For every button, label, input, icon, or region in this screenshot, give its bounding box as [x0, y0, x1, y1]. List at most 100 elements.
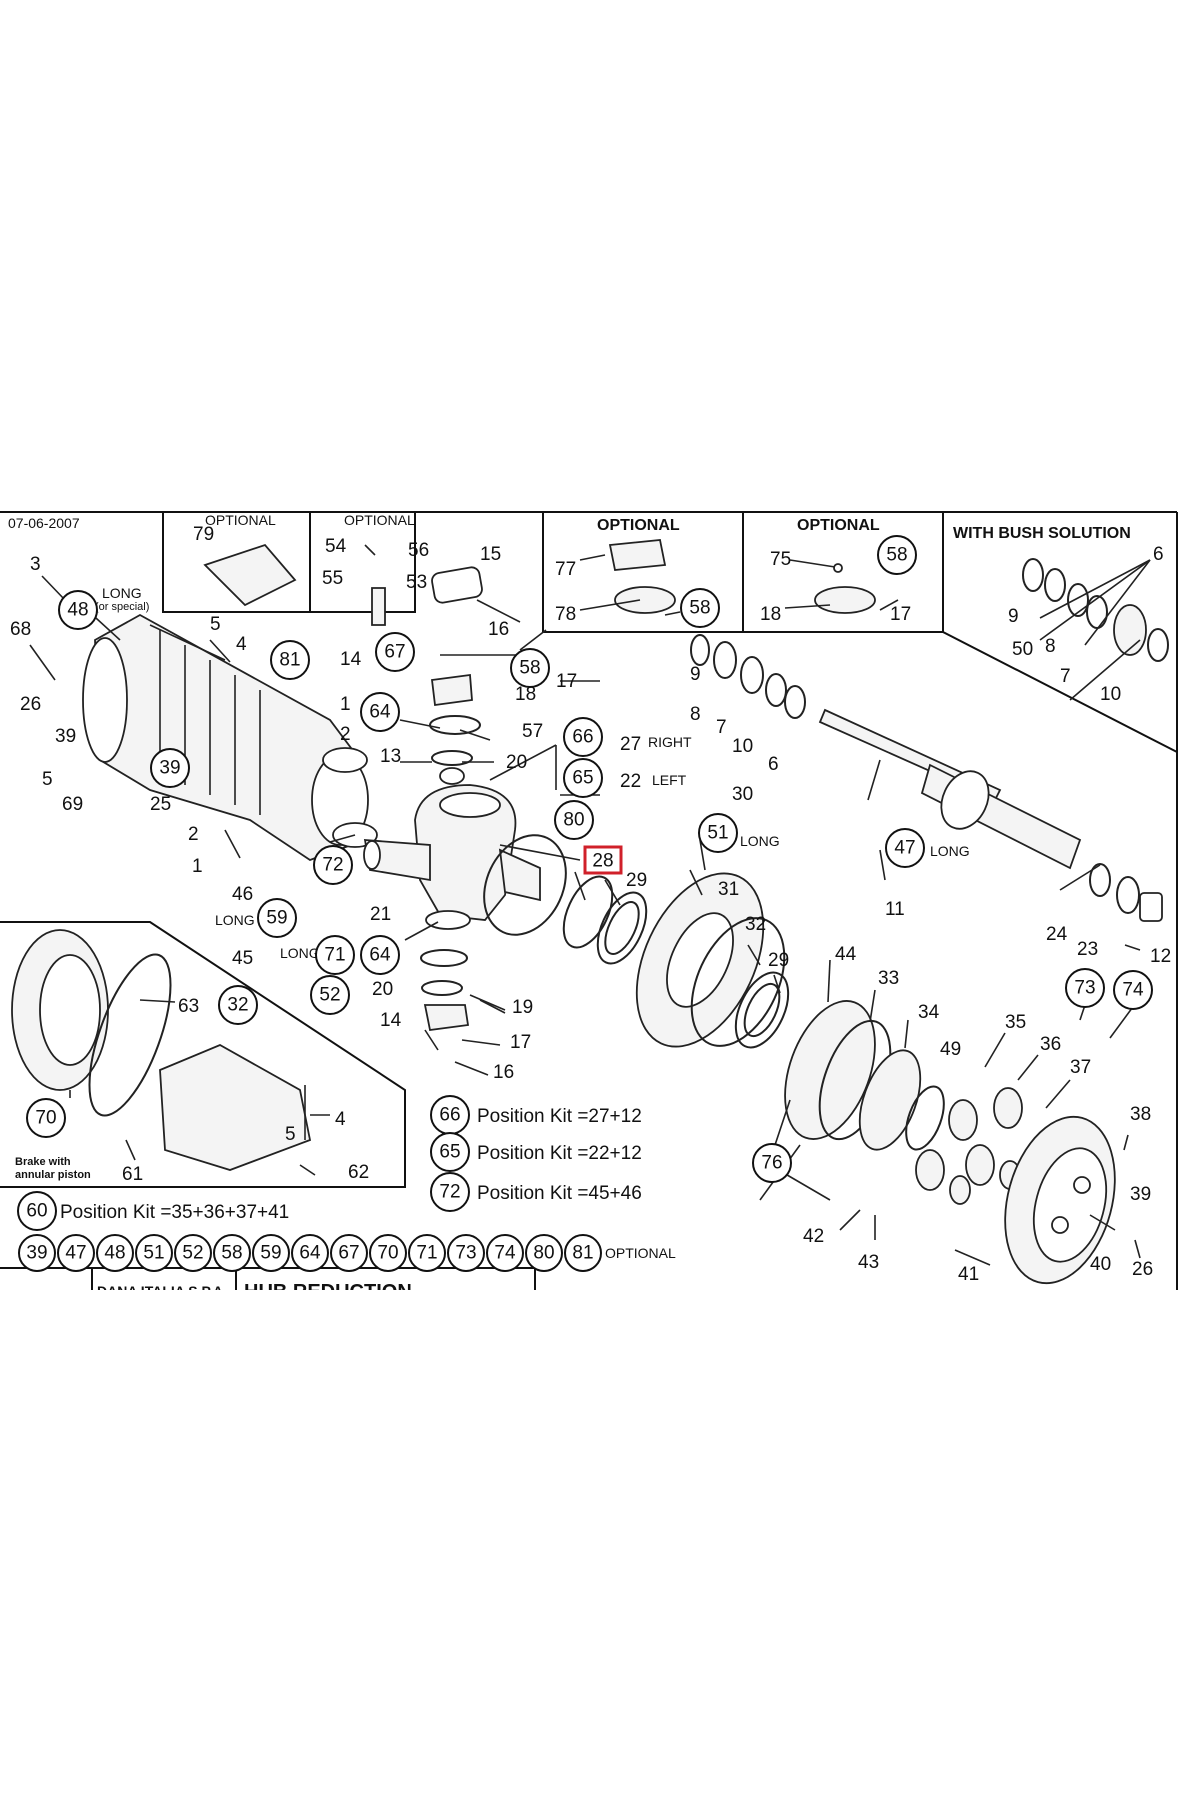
page-bottom-blank — [0, 1290, 1200, 1800]
circled-c52: 52 — [319, 985, 340, 1006]
label-p21: 21 — [370, 904, 391, 925]
label-p17: 17 — [556, 671, 577, 692]
circled-c59: 59 — [266, 908, 287, 929]
label-p26b: 26 — [1132, 1259, 1153, 1280]
label-p6b: 6 — [1153, 544, 1164, 565]
label-p7b: 7 — [1060, 666, 1071, 687]
label-p14b: 14 — [380, 1010, 402, 1031]
drawing-date: 07-06-2007 — [8, 515, 80, 531]
optional-row-circle — [486, 1234, 524, 1272]
highlight-box — [583, 845, 623, 875]
optional-row-circle — [57, 1234, 95, 1272]
label-p45: 45 — [232, 948, 253, 969]
optional-row-circle — [525, 1234, 563, 1272]
label-p57: 57 — [522, 721, 543, 742]
label-p5c: 5 — [285, 1124, 296, 1145]
kit-notes: 66 Position Kit =27+12 65 Position Kit =… — [17, 1095, 642, 1231]
label-p17c: 17 — [890, 604, 911, 625]
kit-65-text: Position Kit =22+12 — [477, 1143, 642, 1164]
circled-c64a: 64 — [369, 702, 391, 723]
part-labels: 3 68 26 39 5 69 25 5 4 1 2 2 1 46 45 79 … — [10, 524, 1171, 1285]
kit-66-text: Position Kit =27+12 — [477, 1106, 642, 1127]
optional-row-number: 80 — [533, 1243, 554, 1264]
label-p75: 75 — [770, 549, 791, 570]
optional-row-circle — [564, 1234, 602, 1272]
optional-row-number: 81 — [572, 1243, 593, 1264]
label-p5: 5 — [42, 769, 53, 790]
highlighted-part-28[interactable]: 28 — [583, 845, 623, 875]
highlight-number: 28 — [592, 851, 613, 872]
label-p18b: 18 — [760, 604, 781, 625]
optional-row-circle — [252, 1234, 290, 1272]
steering-knuckle — [363, 784, 541, 921]
optional-row-circle — [135, 1234, 173, 1272]
bearing-29 — [596, 891, 648, 965]
label-p38: 38 — [1130, 1104, 1151, 1125]
drive-shaft — [818, 708, 1082, 870]
label-p30: 30 — [732, 784, 753, 805]
label-p56: 56 — [408, 540, 429, 561]
brake-note-line2: annular piston — [15, 1169, 91, 1181]
label-p37: 37 — [1070, 1057, 1091, 1078]
label-p29: 29 — [626, 870, 647, 891]
label-p3: 3 — [30, 554, 41, 575]
label-p39b: 39 — [1130, 1184, 1151, 1205]
label-p9b: 9 — [1008, 606, 1019, 627]
king-pin-bottom-parts — [420, 910, 471, 1032]
optional-row-number: 71 — [416, 1243, 437, 1264]
planet-carrier — [1004, 1115, 1116, 1285]
label-p33: 33 — [878, 968, 899, 989]
label-p8: 8 — [690, 704, 701, 725]
long-label-48: LONG — [102, 585, 142, 601]
label-p55: 55 — [322, 568, 343, 589]
optional-row-number: 70 — [377, 1243, 398, 1264]
circled-c64b: 64 — [369, 945, 391, 966]
circled-numbers: 48 81 67 58 58 58 39 64 64 66 65 80 72 5… — [26, 535, 1153, 1183]
circled-c47: 47 — [894, 838, 915, 859]
optional-illustrations — [203, 539, 876, 626]
ring-gear-assembly — [784, 1000, 945, 1151]
optional-box-2 — [309, 511, 416, 613]
optional-row-number: 48 — [104, 1243, 125, 1264]
optional-heading-2: OPTIONAL — [344, 512, 415, 528]
label-p15: 15 — [480, 544, 501, 565]
long-label-51: LONG — [740, 833, 780, 849]
label-p36: 36 — [1040, 1034, 1061, 1055]
optional-row-number: 39 — [26, 1243, 47, 1264]
optional-row-number: 58 — [221, 1243, 242, 1264]
optional-row-circle — [408, 1234, 446, 1272]
optional-row-circle — [96, 1234, 134, 1272]
optional-row-circle — [447, 1234, 485, 1272]
label-p27: 27 — [620, 734, 641, 755]
circled-c32: 32 — [227, 995, 248, 1016]
kit-72-number: 72 — [439, 1182, 460, 1203]
optional-row-circle — [369, 1234, 407, 1272]
label-p34: 34 — [918, 1002, 940, 1023]
aux-labels: LONG (or special) RIGHT LEFT LONG LONG L… — [15, 585, 970, 1181]
circled-c39: 39 — [159, 758, 180, 779]
long-label-59: LONG — [215, 912, 255, 928]
seal-ring-28 — [562, 875, 614, 949]
kit-66-number: 66 — [439, 1105, 460, 1126]
label-p2: 2 — [340, 724, 351, 745]
optional-row-number: 64 — [299, 1243, 321, 1264]
label-p61: 61 — [122, 1164, 143, 1185]
label-p19: 19 — [512, 997, 533, 1018]
circled-c80: 80 — [563, 810, 584, 831]
shaft-seal-rings — [690, 634, 1163, 922]
label-p50: 50 — [1012, 639, 1033, 660]
king-pin-top-parts — [429, 566, 483, 785]
label-p26: 26 — [20, 694, 41, 715]
label-p12: 12 — [1150, 946, 1171, 967]
label-p40: 40 — [1090, 1254, 1111, 1275]
bush-solution-heading: WITH BUSH SOLUTION — [953, 525, 1131, 542]
label-p6: 6 — [768, 754, 779, 775]
label-p68: 68 — [10, 619, 31, 640]
label-p42: 42 — [803, 1226, 824, 1247]
label-p20b: 20 — [372, 979, 393, 1000]
circled-c74: 74 — [1122, 980, 1144, 1001]
optional-row-circle — [18, 1234, 56, 1272]
circled-c58a: 58 — [519, 658, 540, 679]
wheel-hub — [635, 872, 790, 1049]
circled-c67: 67 — [384, 642, 405, 663]
